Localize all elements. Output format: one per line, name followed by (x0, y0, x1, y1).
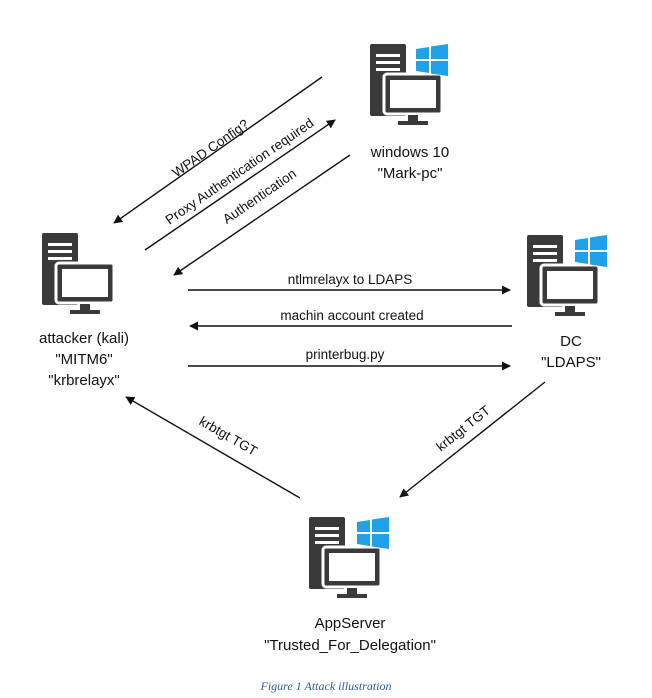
ntlmrelayx-label: ntlmrelayx to LDAPS (288, 272, 413, 287)
dc-sublabel: "LDAPS" (541, 354, 601, 371)
appserver-label: AppServer (315, 615, 386, 632)
attacker-node: attacker (kali) "MITM6" "krbrelayx" (39, 233, 129, 389)
krbtgt-attacker-arrow (125, 396, 301, 499)
attacker-label: attacker (kali) (39, 330, 129, 347)
machine-account-label: machin account created (280, 308, 423, 323)
dc-node: DC "LDAPS" (527, 235, 607, 371)
proxy-auth-arrow (144, 119, 336, 251)
windows10-sublabel: "Mark-pc" (378, 165, 443, 182)
figure-caption: Figure 1 Attack illustration (260, 679, 392, 693)
windows10-label: windows 10 (370, 144, 449, 161)
dc-label: DC (560, 333, 582, 350)
windows-pc-icon (370, 44, 448, 127)
appserver-sublabel: "Trusted_For_Delegation" (264, 637, 436, 654)
krbtgt-dc-arrow (399, 381, 546, 498)
attacker-sublabel-mitm6: "MITM6" (55, 351, 112, 368)
krbtgt-attacker-label: krbtgt TGT (197, 414, 260, 459)
attacker-sublabel-krbrelayx: "krbrelayx" (48, 372, 120, 389)
wpad-arrow (113, 76, 323, 224)
authentication-arrow (173, 154, 351, 276)
windows-pc-icon (309, 517, 389, 600)
appserver-node: AppServer "Trusted_For_Delegation" (264, 517, 436, 654)
printerbug-label: printerbug.py (306, 347, 385, 362)
pc-icon (42, 233, 116, 316)
windows-pc-icon (527, 235, 607, 318)
windows10-node: windows 10 "Mark-pc" (370, 44, 449, 182)
